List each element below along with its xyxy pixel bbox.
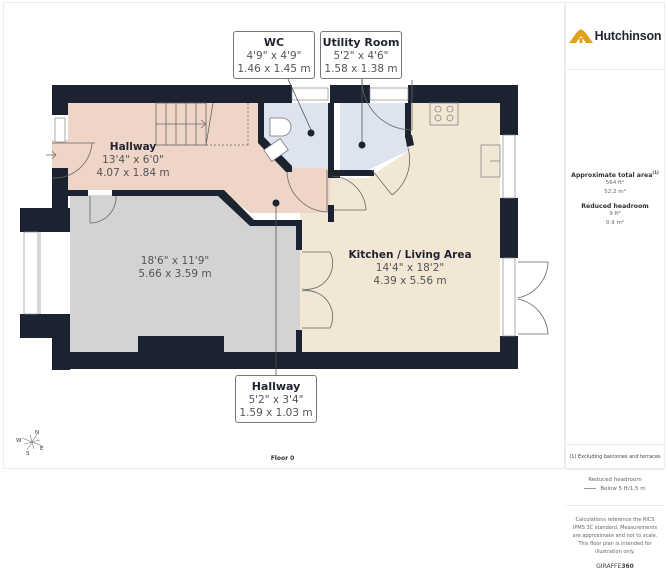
area-m: 52.2 m² [604, 189, 626, 196]
room-imperial: 4'9" x 4'9" [246, 50, 302, 62]
compass-e: E [40, 446, 44, 452]
compass-s: S [26, 451, 30, 457]
room-metric: 1.58 x 1.38 m [324, 63, 398, 75]
legend-section: Reduced headroom Below 5 ft/1.5 m [566, 470, 664, 506]
room-imperial: 5'2" x 4'6" [333, 50, 389, 62]
room-name: Hallway [251, 380, 301, 393]
giraffe360-credit: GIRAFFE360 [596, 563, 634, 570]
room-utility-fill [340, 103, 410, 170]
area-sup: (1) [652, 170, 659, 175]
room-imperial: 13'4" x 6'0" [102, 154, 164, 166]
area-title: Approximate total area [571, 172, 653, 180]
floor-label: Floor 0 [270, 455, 295, 462]
info-sidebar: Hutchinson Approximate total area(1) 564… [565, 2, 665, 570]
room-label-kitchen: Kitchen / Living Area 14'4" x 18'2" 4.39… [340, 248, 480, 288]
callout-hallway-small: Hallway 5'2" x 3'4" 1.59 x 1.03 m [235, 375, 317, 423]
floorplan: N E S W [16, 78, 549, 457]
brand-name: Hutchinson [594, 29, 662, 43]
legend-title: Reduced headroom [588, 477, 642, 483]
room-imperial: 14'4" x 18'2" [375, 262, 445, 274]
room-metric: 4.07 x 1.84 m [96, 167, 170, 179]
stairs [155, 102, 249, 146]
room-metric: 5.66 x 3.59 m [138, 268, 212, 280]
floorplan-frame [3, 2, 565, 469]
doors [46, 79, 549, 335]
area-ft: 564 ft² [605, 180, 625, 187]
room-metric: 1.46 x 1.45 m [237, 63, 311, 75]
room-imperial: 18'6" x 11'9" [140, 255, 210, 267]
room-metric: 1.59 x 1.03 m [239, 407, 313, 419]
room-hallway-fill [68, 103, 330, 213]
callout-utility: Utility Room 5'2" x 4'6" 1.58 x 1.38 m [320, 31, 402, 79]
footnote: (1) Excluding balconies and terraces [566, 445, 664, 470]
house-logo-icon [568, 29, 593, 43]
brand-logo: Hutchinson [566, 3, 664, 70]
room-label-hallway: Hallway 13'4" x 6'0" 4.07 x 1.84 m [78, 140, 188, 180]
room-label-living: 18'6" x 11'9" 5.66 x 3.59 m [120, 255, 230, 281]
reduced-m: 0.9 m² [605, 220, 625, 227]
room-living-fill [70, 195, 300, 352]
reduced-title: Reduced headroom [581, 203, 649, 211]
room-metric: 4.39 x 5.56 m [373, 275, 447, 287]
room-kitchen-fill [300, 103, 500, 352]
compass-w: W [16, 438, 22, 444]
compass-n: N [35, 430, 39, 436]
legend-line [584, 488, 597, 489]
room-name: WC [263, 36, 285, 49]
room-imperial: 5'2" x 3'4" [248, 394, 304, 406]
reduced-ft: 9 ft² [609, 211, 621, 218]
disclaimer: Calculations reference the RICS IPMS 3C … [572, 517, 658, 555]
disclaimer-section: Calculations reference the RICS IPMS 3C … [566, 506, 664, 570]
area-section: Approximate total area(1) 564 ft² 52.2 m… [566, 170, 664, 445]
callout-wc: WC 4'9" x 4'9" 1.46 x 1.45 m [233, 31, 315, 79]
legend-item: Below 5 ft/1.5 m [600, 486, 646, 492]
compass-icon [21, 433, 43, 451]
room-name: Utility Room [322, 36, 400, 49]
room-name: Hallway [109, 141, 157, 153]
room-name: Kitchen / Living Area [348, 249, 472, 261]
